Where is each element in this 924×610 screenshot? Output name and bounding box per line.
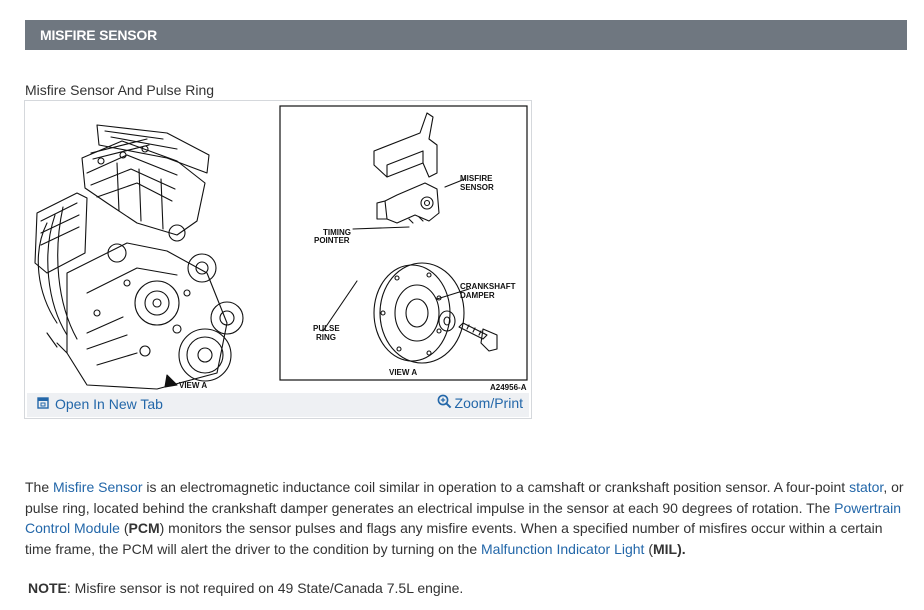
figure-code-label: A24956-A — [490, 383, 527, 392]
zoom-icon — [437, 394, 452, 412]
inset-parts — [322, 112, 498, 364]
open-new-tab-icon — [37, 396, 49, 412]
timing-pointer-label-1: TIMING — [323, 228, 351, 237]
open-in-new-tab-label: Open In New Tab — [55, 396, 163, 412]
misfire-sensor-label-2: SENSOR — [460, 183, 494, 192]
pcm-link[interactable]: Powertrain Control Module — [25, 499, 902, 537]
pulse-ring-label-1: PULSE — [313, 324, 340, 333]
body-text-1: The — [25, 479, 54, 495]
view-a-engine-label: VIEW A — [179, 381, 207, 390]
crankshaft-damper-label-1: CRANKSHAFT — [460, 282, 516, 291]
body-text-6: ( — [644, 540, 653, 557]
figure-toolbar: Open In New Tab Zoom/Print — [27, 393, 529, 417]
timing-pointer-label-2: POINTER — [314, 236, 350, 245]
misfire-sensor-link[interactable]: Misfire Sensor — [53, 479, 143, 495]
body-text-4: ( — [119, 520, 129, 536]
figure-panel: VIEW A — [24, 100, 532, 419]
body-text-5: ) monitors the sensor pulses and flags a… — [25, 520, 883, 557]
stator-link[interactable]: stator — [849, 479, 884, 495]
open-in-new-tab-link[interactable]: Open In New Tab — [37, 396, 163, 412]
misfire-sensor-diagram[interactable]: VIEW A — [27, 103, 529, 393]
misfire-sensor-label-1: MISFIRE — [460, 174, 493, 183]
section-title: MISFIRE SENSOR — [40, 27, 157, 43]
body-text-2: is an electromagnetic inductance coil si… — [142, 479, 850, 495]
section-header: MISFIRE SENSOR — [25, 20, 907, 50]
view-a-inset-label: VIEW A — [389, 368, 417, 377]
pcm-abbr: PCM — [128, 520, 160, 536]
zoom-print-label: Zoom/Print — [454, 395, 523, 411]
note-label: NOTE — [28, 580, 67, 596]
body-text-7: ). — [677, 540, 686, 557]
pulse-ring-label-2: RING — [316, 333, 336, 342]
crankshaft-damper-label-2: DAMPER — [460, 291, 495, 300]
note-text: : Misfire sensor is not required on 49 S… — [66, 580, 464, 596]
description-paragraph: The Misfire Sensor is an electromagnetic… — [25, 477, 910, 559]
zoom-print-link[interactable]: Zoom/Print — [437, 394, 523, 412]
engine-illustration — [34, 124, 244, 390]
figure-caption: Misfire Sensor And Pulse Ring — [25, 82, 215, 98]
body-text-3: , or pulse ring, located behind the cran… — [25, 479, 904, 516]
mil-link[interactable]: Malfunction Indicator Light — [481, 540, 645, 557]
note: NOTE: Misfire sensor is not required on … — [28, 580, 463, 596]
mil-abbr: MIL — [653, 540, 678, 557]
